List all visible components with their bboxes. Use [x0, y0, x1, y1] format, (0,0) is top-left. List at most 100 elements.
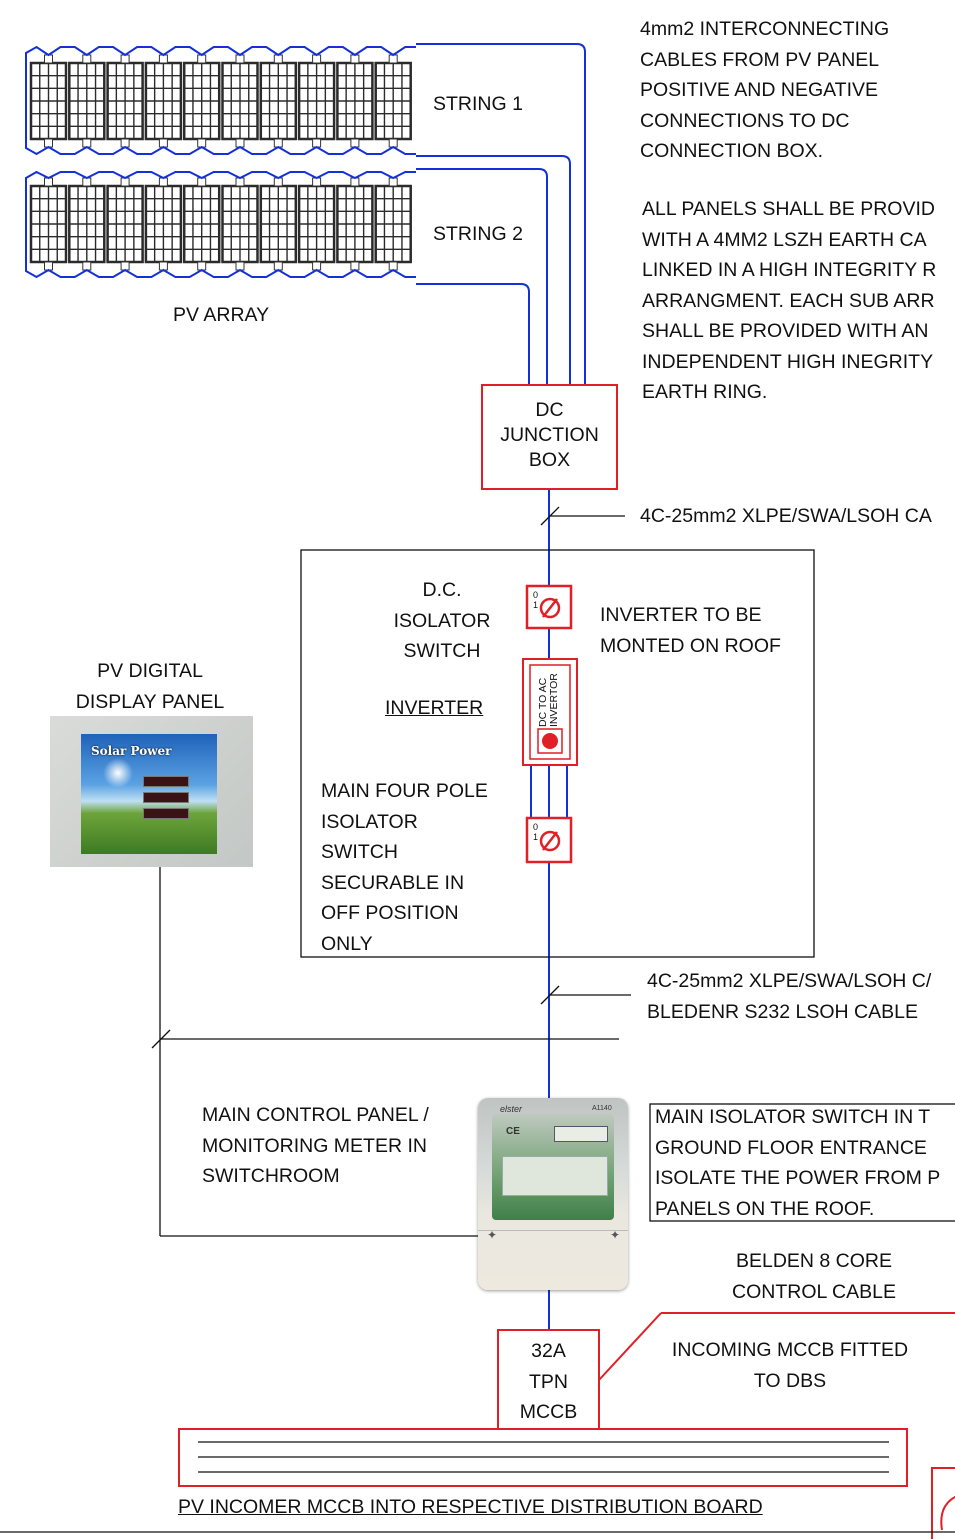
cables-note-line: CONNECTION BOX. — [640, 140, 824, 162]
pv-panel — [68, 54, 106, 148]
main-isolator-line: MAIN FOUR POLE — [321, 780, 488, 802]
inverter-label: INVERTER — [385, 697, 484, 719]
meter-screw-right-icon: ✦ — [610, 1228, 621, 1242]
earth-note-line: WITH A 4MM2 LSZH EARTH CA — [642, 228, 927, 251]
string-2-label: STRING 2 — [433, 223, 523, 245]
main-switch-mark-off: 0 — [533, 822, 538, 832]
pv-panel — [259, 177, 298, 271]
display-panel-title: PV DIGITAL DISPLAY PANEL — [50, 656, 250, 717]
meter-lcd — [554, 1126, 608, 1142]
pv-panel — [221, 177, 259, 271]
belden-cable-line: BELDEN 8 CORE — [735, 1250, 893, 1272]
dc-switch-mark-on: 1 — [533, 600, 538, 610]
meter-screw-left-icon: ✦ — [487, 1228, 498, 1242]
inverter-note-line: MONTED ON ROOF — [600, 634, 781, 657]
string-wiring-bottom — [25, 129, 416, 156]
lower-cable-line: 4C-25mm2 XLPE/SWA/LSOH C/ — [647, 970, 932, 992]
pv-panel — [29, 177, 68, 271]
pv-panel — [29, 54, 68, 148]
cables-note-line: CABLES FROM PV PANEL — [640, 48, 880, 71]
monitoring-meter-photo: elster A1140 CE ✦ ✦ — [478, 1098, 628, 1290]
main-isolator-note-box — [649, 1103, 955, 1222]
pv-array-label: PV ARRAY — [173, 304, 270, 326]
cables-note: 4mm2 INTERCONNECTING CABLES FROM PV PANE… — [640, 14, 889, 167]
lower-cable-line: BLEDENR S232 LSOH CABLE — [647, 1000, 918, 1023]
sun-icon — [103, 758, 133, 788]
earth-note-line: LINKED IN A HIGH INTEGRITY R — [642, 259, 937, 281]
meter-label-plate — [502, 1156, 608, 1196]
dc-isolator-line: D.C. — [422, 579, 462, 601]
main-switch-mark-on: 1 — [533, 832, 538, 842]
mccb-note-line: INCOMING MCCB FITTED — [671, 1339, 909, 1361]
meter-model: A1140 — [592, 1105, 612, 1112]
mccb-note: INCOMING MCCB FITTED TO DBS — [650, 1335, 930, 1396]
meter-brand: elster — [500, 1104, 523, 1114]
lower-cable-label: 4C-25mm2 XLPE/SWA/LSOH C/ BLEDENR S232 L… — [647, 966, 955, 1027]
dc-junction-box-line: DC — [535, 399, 564, 421]
pv-array — [25, 45, 416, 279]
inverter-note: INVERTER TO BE MONTED ON ROOF — [600, 600, 781, 661]
string-wiring-top — [25, 170, 416, 196]
pv-panel — [106, 177, 144, 271]
pv-panel — [144, 177, 183, 271]
dc-isolator-label: D.C. ISOLATOR SWITCH — [372, 575, 512, 667]
inverter-device-text-2: INVERTOR — [548, 673, 560, 727]
main-isolator-line: ISOLATOR — [321, 810, 418, 833]
pv-panel — [297, 54, 336, 148]
dc-junction-box-line: JUNCTION — [500, 424, 599, 446]
pv-panel — [374, 177, 412, 271]
upper-cable-label: 4C-25mm2 XLPE/SWA/LSOH CA — [640, 505, 932, 527]
pv-panel — [336, 177, 374, 271]
control-cable — [159, 867, 619, 1237]
string-1-label: STRING 1 — [433, 93, 523, 115]
pv-panel — [68, 177, 106, 271]
footer-label: PV INCOMER MCCB INTO RESPECTIVE DISTRIBU… — [178, 1496, 763, 1518]
control-panel-line: SWITCHROOM — [202, 1165, 340, 1187]
earth-note-line: EARTH RING. — [642, 381, 768, 403]
cables-note-line: CONNECTIONS TO DC — [640, 109, 850, 132]
main-isolator-line: SECURABLE IN — [321, 871, 465, 894]
display-readout-1 — [143, 776, 189, 787]
dc-isolator-line: SWITCH — [403, 640, 481, 662]
meter-cover-seam — [478, 1230, 628, 1231]
dc-switch-mark-off: 0 — [533, 590, 538, 600]
earth-note-line: ALL PANELS SHALL BE PROVID — [642, 198, 935, 220]
string-wiring-top — [25, 45, 416, 73]
mccb-note-line: TO DBS — [753, 1369, 827, 1392]
main-isolator-note-line: MAIN ISOLATOR SWITCH IN T — [655, 1106, 931, 1128]
dc-isolator-switch-symbol: 0 1 — [525, 584, 573, 630]
main-isolator-line: SWITCH — [321, 841, 398, 863]
display-screen: Solar Power — [81, 734, 217, 854]
partial-symbol — [931, 1467, 955, 1539]
inverter-device-text-1: DC TO AC — [537, 677, 549, 727]
string-wiring-bottom — [25, 252, 416, 279]
meter-ce-mark: CE — [506, 1126, 520, 1137]
pv-panel — [374, 54, 412, 148]
dc-junction-box — [481, 384, 618, 490]
belden-cable-label: BELDEN 8 CORE CONTROL CABLE — [700, 1246, 928, 1307]
pv-panel — [336, 54, 374, 148]
dc-cables — [416, 43, 586, 1330]
display-panel-title-line: DISPLAY PANEL — [75, 690, 225, 713]
main-isolator-line: OFF POSITION — [321, 902, 459, 924]
mccb-box — [497, 1329, 600, 1430]
display-panel-title-line: PV DIGITAL — [97, 660, 203, 682]
inverter-note-line: INVERTER TO BE — [600, 604, 762, 626]
mccb-line: MCCB — [519, 1401, 578, 1423]
main-isolator-note-line: ISOLATE THE POWER FROM P — [655, 1167, 941, 1189]
mccb-leader — [598, 1312, 955, 1381]
cable-ticks — [151, 506, 631, 1049]
dc-junction-box-label: DC JUNCTION BOX — [482, 398, 617, 473]
display-screen-title: Solar Power — [91, 744, 172, 758]
main-isolator-note: MAIN ISOLATOR SWITCH IN T GROUND FLOOR E… — [655, 1102, 955, 1224]
main-isolator-switch-symbol: 0 1 — [525, 816, 573, 864]
earth-note-line: ARRANGMENT. EACH SUB ARR — [642, 289, 935, 312]
pv-display-panel-photo: Solar Power — [50, 716, 253, 867]
control-panel-line: MAIN CONTROL PANEL / — [202, 1104, 429, 1126]
mccb-label: 32A TPN MCCB — [498, 1336, 599, 1428]
main-isolator-line: ONLY — [321, 932, 373, 955]
pv-panel — [297, 177, 336, 271]
pv-panel — [144, 54, 183, 148]
dc-junction-box-line: BOX — [528, 449, 571, 471]
